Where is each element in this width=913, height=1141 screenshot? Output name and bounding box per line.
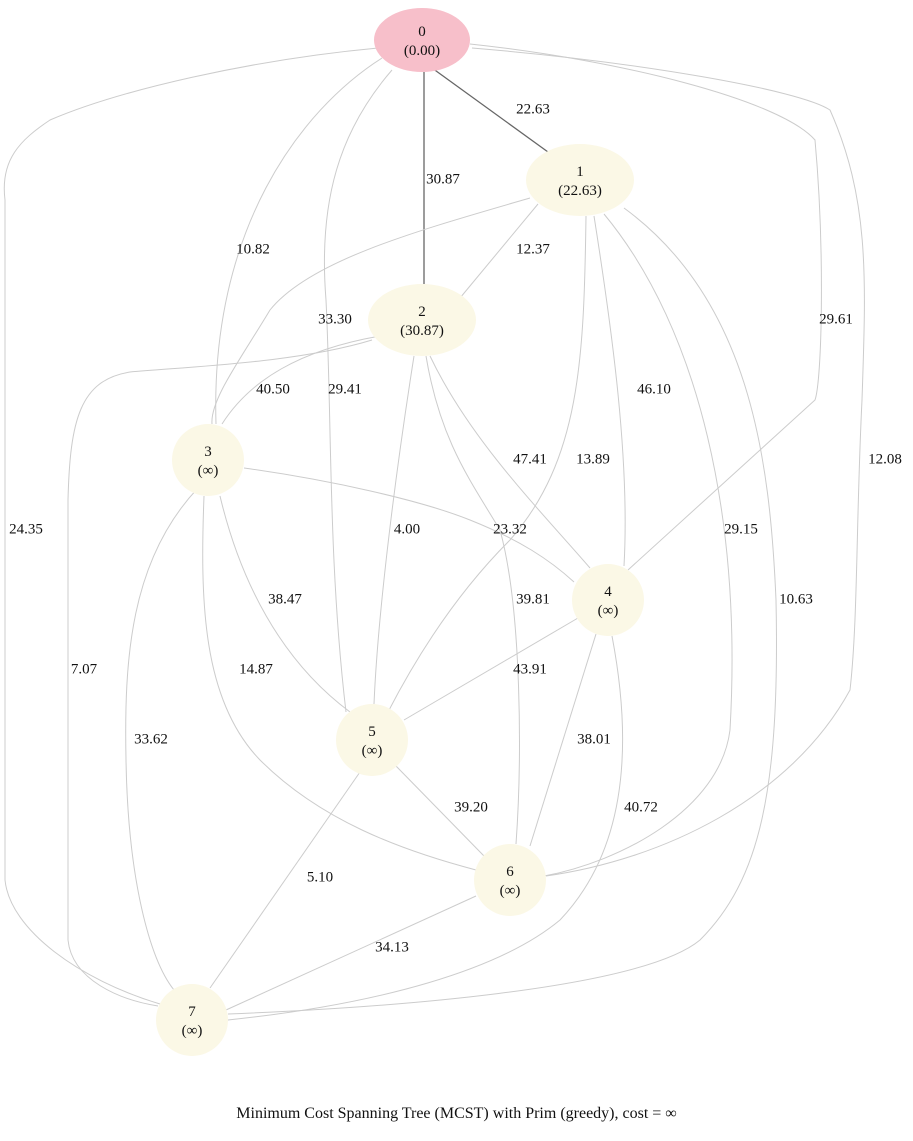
node-value-3: (∞) — [198, 463, 219, 479]
edge-weight-4-6: 38.01 — [577, 731, 611, 747]
edge-weight-2-5: 4.00 — [394, 521, 420, 537]
node-id-2: 2 — [418, 304, 426, 320]
edge-weight-5-6: 39.20 — [454, 799, 488, 815]
node-5: 5 (∞) — [336, 704, 408, 776]
edge-weight-0-1: 22.63 — [516, 101, 550, 117]
node-id-6: 6 — [506, 864, 514, 880]
edge-5-7 — [209, 771, 361, 989]
edge-3-6 — [202, 495, 477, 871]
graph-canvas: 0(0.00)1(22.63)2(30.87)3(∞)4(∞)5(∞)6(∞)7… — [3, 8, 902, 1056]
edge-1-3 — [211, 197, 531, 425]
edge-0-4 — [469, 43, 822, 571]
edge-2-5 — [373, 355, 415, 705]
edge-4-5 — [403, 617, 579, 721]
node-value-4: (∞) — [598, 603, 619, 619]
edge-0-3 — [215, 57, 383, 425]
node-shape-5 — [336, 704, 408, 776]
edge-weight-2-7: 7.07 — [71, 661, 98, 677]
edge-weight-1-3: 40.50 — [256, 381, 290, 397]
edge-4-7 — [227, 635, 624, 1021]
node-shape-1 — [526, 144, 634, 216]
node-shape-7 — [156, 984, 228, 1056]
edge-weight-3-5: 38.47 — [268, 591, 302, 607]
edge-labels-layer: 22.63 30.87 10.82 33.30 29.61 12.08 24.35 12.37… — [9, 101, 902, 955]
graph-caption: Minimum Cost Spanning Tree (MCST) with P… — [236, 1105, 677, 1122]
node-0: 0 (0.00) — [374, 8, 470, 72]
edge-2-3 — [221, 335, 381, 425]
edge-weight-3-7: 33.62 — [134, 731, 168, 747]
edge-weight-0-2: 30.87 — [426, 171, 460, 187]
node-shape-4 — [572, 564, 644, 636]
edge-0-6 — [471, 47, 865, 877]
node-value-0: (0.00) — [404, 43, 440, 59]
edge-weight-4-7: 40.72 — [624, 799, 658, 815]
edge-weight-2-6: 39.81 — [516, 591, 550, 607]
node-7: 7 (∞) — [156, 984, 228, 1056]
edge-weight-6-7: 34.13 — [375, 939, 409, 955]
node-shape-2 — [368, 284, 476, 356]
edge-1-4 — [593, 215, 626, 567]
edges-layer — [3, 43, 865, 1021]
node-1: 1 (22.63) — [526, 144, 634, 216]
edge-0-1 — [431, 67, 549, 153]
edge-weight-0-6: 12.08 — [868, 451, 902, 467]
node-shape-3 — [172, 424, 244, 496]
edge-2-4 — [429, 355, 591, 569]
node-id-7: 7 — [188, 1004, 196, 1020]
node-4: 4 (∞) — [572, 564, 644, 636]
node-value-1: (22.63) — [558, 183, 602, 199]
node-2: 2 (30.87) — [368, 284, 476, 356]
edge-4-6 — [529, 633, 597, 847]
node-shape-0 — [374, 8, 470, 72]
edge-weight-4-5: 43.91 — [513, 661, 547, 677]
edge-3-5 — [219, 495, 351, 713]
node-value-7: (∞) — [182, 1023, 203, 1039]
edge-1-7 — [227, 207, 777, 1015]
edge-weight-1-4: 46.10 — [637, 381, 671, 397]
node-6: 6 (∞) — [474, 844, 546, 916]
nodes-layer: 0(0.00)1(22.63)2(30.87)3(∞)4(∞)5(∞)6(∞)7… — [156, 8, 644, 1056]
edge-weight-1-6: 29.15 — [724, 521, 758, 537]
node-3: 3 (∞) — [172, 424, 244, 496]
edge-weight-0-5: 33.30 — [318, 311, 352, 327]
edge-weight-0-4: 29.61 — [819, 311, 853, 327]
node-shape-6 — [474, 844, 546, 916]
node-id-4: 4 — [604, 584, 612, 600]
edge-2-7 — [67, 339, 373, 1007]
node-value-2: (30.87) — [400, 323, 444, 339]
edge-weight-5-7: 5.10 — [307, 869, 333, 885]
edge-2-6 — [425, 355, 520, 845]
edge-weight-1-5: 13.89 — [576, 451, 610, 467]
edge-weight-2-4: 47.41 — [513, 451, 547, 467]
node-id-5: 5 — [368, 724, 376, 740]
node-value-5: (∞) — [362, 743, 383, 759]
edge-3-4 — [243, 467, 575, 583]
edge-6-7 — [225, 895, 477, 1011]
edge-0-5 — [323, 69, 393, 713]
edge-weight-2-3: 29.41 — [328, 381, 362, 397]
node-id-0: 0 — [418, 24, 426, 40]
edge-3-7 — [125, 487, 199, 991]
node-value-6: (∞) — [500, 883, 521, 899]
node-id-1: 1 — [576, 164, 584, 180]
edge-0-7 — [3, 47, 379, 1005]
edge-weight-1-7: 10.63 — [779, 591, 813, 607]
edge-1-2 — [459, 203, 539, 299]
edge-weight-0-3: 10.82 — [236, 241, 270, 257]
edge-weight-1-2: 12.37 — [516, 241, 550, 257]
edge-5-6 — [395, 765, 485, 857]
edge-weight-3-6: 14.87 — [239, 661, 273, 677]
node-id-3: 3 — [204, 444, 212, 460]
edge-1-5 — [387, 215, 587, 713]
edge-weight-0-7: 24.35 — [9, 521, 43, 537]
edge-1-6 — [543, 213, 733, 877]
edge-weight-3-4: 23.32 — [493, 521, 527, 537]
